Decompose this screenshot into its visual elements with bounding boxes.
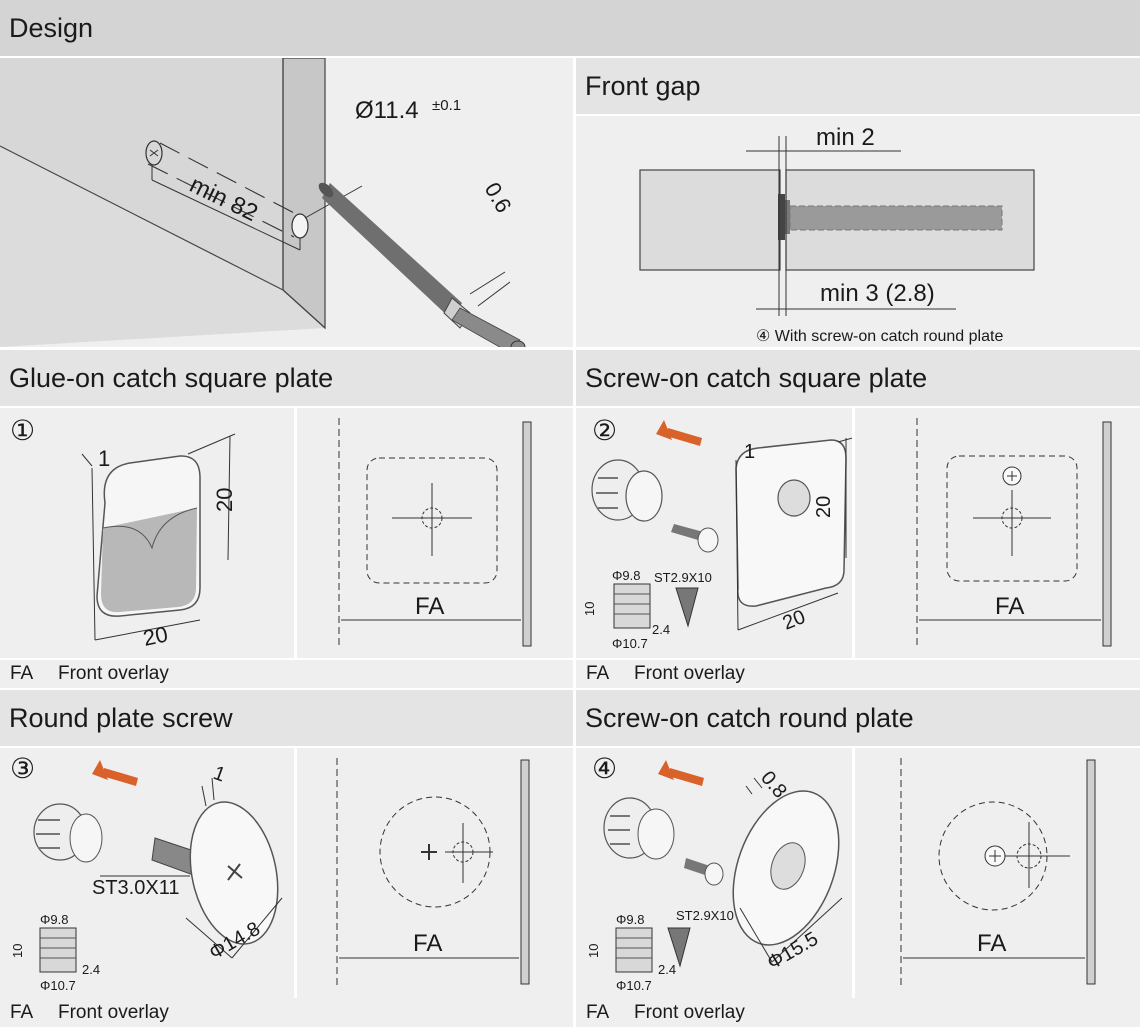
round-screw-fa-label: FA [413, 930, 442, 957]
screw-round-right-panel: FA [855, 748, 1140, 998]
screw-square-d10: 10 [582, 602, 597, 616]
screw-square-number: ② [592, 415, 617, 446]
screw-square-header: Screw-on catch square plate [576, 350, 1140, 406]
glue-square-fa-diagram: FA [338, 418, 532, 648]
screw-square-d24: 2.4 [652, 622, 670, 637]
screw-round-fa-diagram: FA [900, 758, 1096, 988]
screw-round-d10: 10 [586, 944, 601, 958]
screw-round-screw-label: ST2.9X10 [676, 908, 734, 923]
footer-text: Front overlay [58, 663, 169, 684]
round-screw-fa-diagram: FA [336, 758, 530, 988]
round-screw-d24: 2.4 [82, 962, 100, 977]
dim-diameter: Ø11.4 [355, 97, 419, 124]
glue-dim-1: 1 [98, 446, 110, 471]
screw-square-left-panel: ② 1 20 20 Φ9.8 Φ10.7 10 2.4 ST2.9X10 [576, 408, 852, 658]
round-screw-dim-1: 1 [210, 762, 228, 786]
footer-abbr: FA [586, 1001, 610, 1023]
screw-round-plate-diagram: ④ 0.8 Φ15.5 Φ9.8 Φ10.7 10 2.4 ST2.9X10 [586, 753, 843, 993]
screw-round-footer: FA Front overlay [576, 998, 1140, 1027]
screw-round-number: ④ [592, 753, 617, 784]
screw-round-d107: Φ10.7 [616, 978, 652, 993]
round-screw-title: Round plate screw [9, 702, 233, 733]
glue-square-right-panel: FA [297, 408, 573, 658]
round-screw-d107: Φ10.7 [40, 978, 76, 993]
front-gap-title: Front gap [585, 70, 701, 101]
glue-square-number: ① [10, 415, 35, 446]
front-gap-panel: min 2 min 3 (2.8) ④ With screw-on catch … [576, 116, 1140, 347]
screw-round-header: Screw-on catch round plate [576, 690, 1140, 746]
screw-round-d24: 2.4 [658, 962, 676, 977]
footer-text: Front overlay [58, 1001, 169, 1023]
round-screw-d98: Φ9.8 [40, 912, 68, 927]
round-screw-left-panel: ③ 1 ST3.0X11 Φ14.8 Φ9.8 Φ10.7 10 2.4 [0, 748, 294, 998]
screw-square-d98: Φ9.8 [612, 568, 640, 583]
glue-fa-label: FA [415, 593, 444, 620]
arrow-icon [668, 768, 704, 786]
screw-square-fa-label: FA [995, 593, 1024, 620]
screw-square-right-panel: FA [855, 408, 1140, 658]
footer-abbr: FA [10, 1001, 34, 1023]
arrow-icon [666, 428, 702, 446]
screw-square-footer: FA Front overlay [576, 660, 1140, 688]
screw-square-dim-1: 1 [744, 441, 755, 463]
front-gap-header: Front gap [576, 58, 1140, 114]
screw-round-d98: Φ9.8 [616, 912, 644, 927]
screw-square-title: Screw-on catch square plate [585, 362, 928, 393]
glue-square-left-panel: ① 1 20 20 [0, 408, 294, 658]
front-gap-diagram: min 2 min 3 (2.8) ④ With screw-on catch … [639, 124, 1035, 345]
screw-round-title: Screw-on catch round plate [585, 702, 914, 733]
design-header: Design [0, 0, 1140, 56]
round-screw-number: ③ [10, 753, 35, 784]
glue-dim-20-vertical: 20 [212, 488, 237, 512]
screw-round-fa-label: FA [977, 930, 1006, 957]
design-panel: Ø11.4 ±0.1 min 82 0.6 [0, 58, 573, 347]
screw-square-plate-diagram: ② 1 20 20 Φ9.8 Φ10.7 10 2.4 ST2.9X10 [582, 415, 852, 651]
round-screw-header: Round plate screw [0, 690, 573, 746]
glue-dim-20-horizontal: 20 [141, 621, 170, 651]
dim-min3: min 3 (2.8) [820, 280, 935, 307]
glue-square-header: Glue-on catch square plate [0, 350, 573, 406]
screw-square-d107: Φ10.7 [612, 636, 648, 651]
round-screw-d10: 10 [10, 944, 25, 958]
dim-diameter-tolerance: ±0.1 [432, 97, 461, 114]
glue-square-title: Glue-on catch square plate [9, 362, 334, 393]
arrow-icon [102, 768, 138, 786]
screw-square-dim-20-horizontal: 20 [780, 606, 809, 635]
dim-06: 0.6 [480, 178, 517, 217]
screw-square-fa-diagram: FA [916, 418, 1112, 648]
footer-abbr: FA [586, 663, 610, 684]
glue-square-footer: FA Front overlay [0, 660, 573, 688]
footer-text: Front overlay [634, 663, 745, 684]
footer-text: Front overlay [634, 1001, 745, 1023]
screw-square-dim-20-vertical: 20 [813, 496, 835, 518]
design-title: Design [9, 12, 94, 43]
front-gap-note: ④ With screw-on catch round plate [756, 328, 1003, 345]
round-screw-plate-diagram: ③ 1 ST3.0X11 Φ14.8 Φ9.8 Φ10.7 10 2.4 [10, 753, 283, 993]
round-screw-footer: FA Front overlay [0, 998, 573, 1027]
dim-min2: min 2 [816, 124, 875, 151]
round-screw-screw-label: ST3.0X11 [92, 877, 179, 899]
screw-square-screw-label: ST2.9X10 [654, 570, 712, 585]
glue-square-plate-diagram: ① 1 20 20 [10, 415, 237, 651]
footer-abbr: FA [10, 663, 34, 684]
screw-round-left-panel: ④ 0.8 Φ15.5 Φ9.8 Φ10.7 10 2.4 ST2.9X10 [576, 748, 852, 998]
design-diagram: Ø11.4 ±0.1 min 82 0.6 [0, 58, 526, 347]
round-screw-right-panel: FA [297, 748, 573, 998]
